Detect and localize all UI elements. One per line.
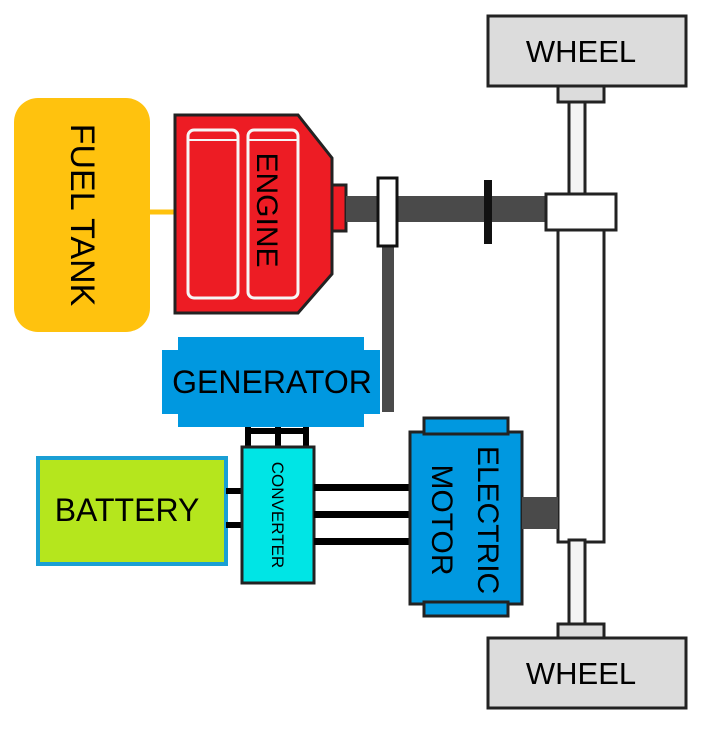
electric-motor: ELECTRIC MOTOR (408, 416, 524, 618)
motor-label-line1: ELECTRIC (471, 446, 504, 594)
converter-motor-wires (314, 484, 410, 545)
drive-tube (556, 228, 606, 544)
drive-shaft (346, 196, 546, 222)
fuel-tank-label: FUEL TANK (63, 124, 101, 307)
generator: GENERATOR (162, 337, 380, 427)
motor-shaft (522, 497, 558, 529)
generator-label: GENERATOR (172, 364, 372, 400)
motor-label-line2: MOTOR (425, 464, 458, 575)
axle-lower (567, 538, 587, 628)
wheel-top-label: WHEEL (526, 34, 636, 69)
power-split-coupler (376, 176, 399, 248)
differential (544, 192, 618, 232)
fuel-tank: FUEL TANK (14, 98, 150, 332)
axle-upper (567, 100, 587, 200)
wheel-top: WHEEL (486, 14, 688, 104)
battery: BATTERY (36, 456, 228, 566)
battery-label: BATTERY (55, 492, 200, 528)
generator-belt (382, 244, 394, 412)
converter: CONVERTER (240, 445, 316, 585)
clutch-disc (484, 180, 492, 244)
battery-converter-wires (226, 488, 242, 528)
converter-label: CONVERTER (268, 462, 287, 568)
wheel-bottom-label: WHEEL (526, 656, 636, 691)
generator-converter-wires (245, 427, 309, 448)
wheel-bottom: WHEEL (486, 622, 688, 710)
engine-label: ENGINE (250, 152, 283, 267)
engine: ENGINE (173, 113, 348, 315)
